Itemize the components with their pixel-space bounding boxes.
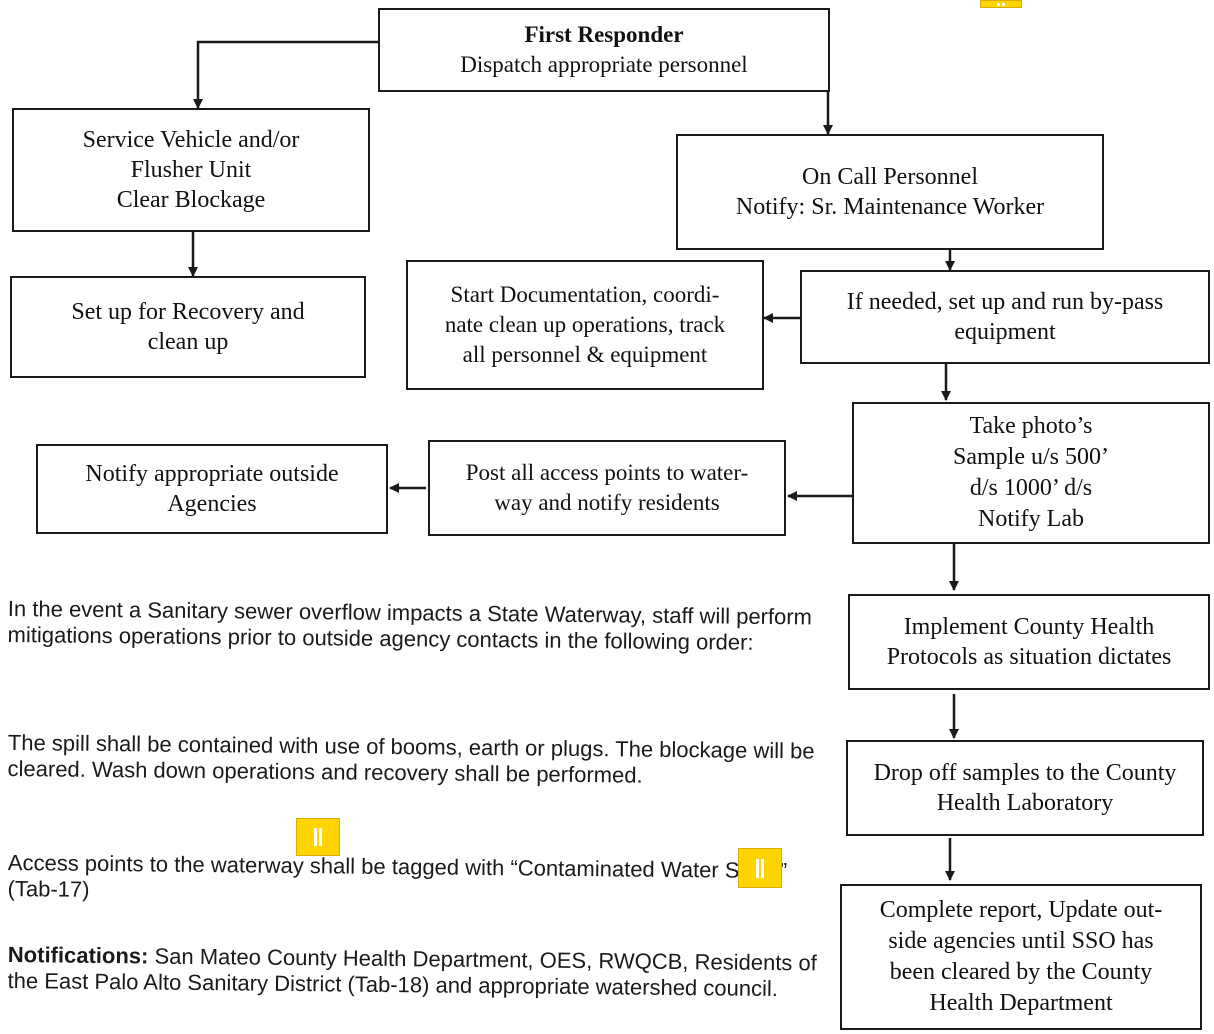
county-health-box: Implement County Health Protocols as sit… — [848, 594, 1210, 690]
bypass-line-1: If needed, set up and run by-pass — [846, 289, 1164, 315]
drop-samples-line-1: Drop off samples to the County — [873, 760, 1177, 786]
documentation-line-1: Start Documentation, coordi- — [450, 282, 720, 307]
bypass-box: If needed, set up and run by-pass equipm… — [800, 270, 1210, 364]
county-health-line-1: Implement County Health — [903, 614, 1155, 640]
notifications-label: Notifications: — [7, 942, 149, 969]
complete-report-box: Complete report, Update out- side agenci… — [840, 884, 1202, 1030]
county-health-line-2: Protocols as situation dictates — [886, 644, 1172, 670]
notify-agencies-line-2: Agencies — [167, 491, 257, 517]
service-vehicle-line-1: Service Vehicle and/or — [82, 127, 300, 153]
service-vehicle-line-3: Clear Blockage — [116, 187, 266, 213]
access-paragraph: Access points to the waterway shall be t… — [7, 850, 788, 902]
sticky-note-icon[interactable] — [296, 818, 340, 856]
first-responder-line-1: First Responder — [524, 22, 684, 47]
bypass-line-2: equipment — [954, 319, 1056, 345]
recovery-line-1: Set up for Recovery and — [71, 299, 305, 325]
recovery-box: Set up for Recovery and clean up — [10, 276, 366, 378]
drop-samples-line-2: Health Laboratory — [936, 790, 1114, 816]
photos-line-3: d/s 1000’ d/s — [969, 475, 1093, 501]
complete-report-line-4: Health Department — [929, 990, 1113, 1016]
complete-report-line-2: side agencies until SSO has — [888, 928, 1154, 954]
drop-samples-box: Drop off samples to the County Health La… — [846, 740, 1204, 836]
documentation-line-3: all personnel & equipment — [462, 342, 708, 367]
photos-line-1: Take photo’s — [969, 413, 1093, 439]
containment-paragraph: The spill shall be contained with use of… — [7, 730, 815, 788]
notify-agencies-line-1: Notify appropriate outside — [85, 461, 339, 487]
first-responder-line-2: Dispatch appropriate personnel — [460, 52, 748, 77]
documentation-line-2: nate clean up operations, track — [444, 312, 726, 337]
documentation-box: Start Documentation, coordi- nate clean … — [406, 260, 764, 390]
on-call-box: On Call Personnel Notify: Sr. Maintenanc… — [676, 134, 1104, 250]
notify-agencies-box: Notify appropriate outside Agencies — [36, 444, 388, 534]
complete-report-line-3: been cleared by the County — [889, 959, 1153, 985]
notifications-paragraph: Notifications: San Mateo County Health D… — [7, 942, 820, 1003]
first-responder-box: First Responder Dispatch appropriate per… — [378, 8, 830, 92]
intro-paragraph: In the event a Sanitary sewer overflow i… — [7, 596, 813, 655]
post-access-line-2: way and notify residents — [494, 490, 720, 515]
arrow-first-to-service — [193, 40, 378, 109]
sticky-note-icon[interactable] — [980, 0, 1022, 8]
service-vehicle-box: Service Vehicle and/or Flusher Unit Clea… — [12, 108, 370, 232]
service-vehicle-line-2: Flusher Unit — [130, 157, 252, 183]
post-access-line-1: Post all access points to water- — [465, 460, 749, 485]
photos-line-4: Notify Lab — [978, 506, 1084, 532]
on-call-line-1: On Call Personnel — [802, 164, 978, 190]
post-access-box: Post all access points to water- way and… — [428, 440, 786, 536]
complete-report-line-1: Complete report, Update out- — [879, 897, 1163, 923]
sticky-note-icon[interactable] — [738, 848, 782, 888]
on-call-line-2: Notify: Sr. Maintenance Worker — [735, 194, 1045, 220]
photos-line-2: Sample u/s 500’ — [953, 444, 1109, 470]
recovery-line-2: clean up — [147, 329, 229, 355]
photos-box: Take photo’s Sample u/s 500’ d/s 1000’ d… — [852, 402, 1210, 544]
